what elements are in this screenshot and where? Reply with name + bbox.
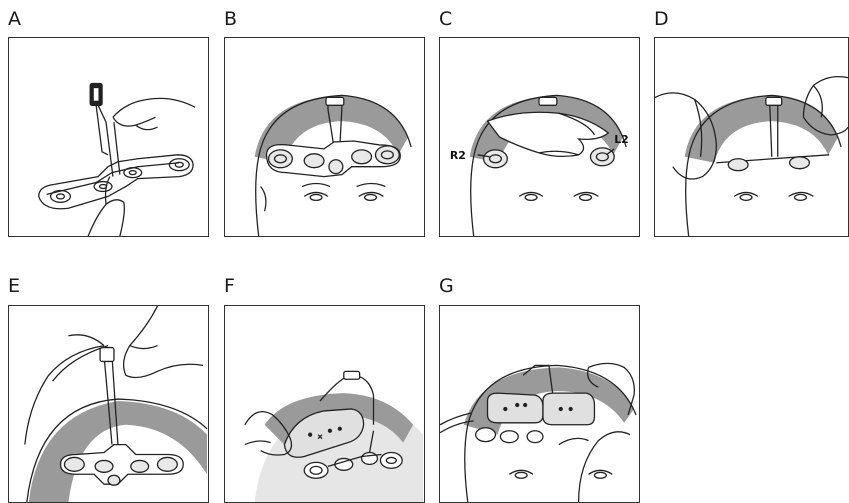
connecting-cable-illustration	[9, 306, 208, 502]
hands-adjusting-headband-illustration	[655, 38, 848, 236]
panel-g-connect-modules	[439, 305, 640, 503]
attaching-module-illustration	[225, 306, 424, 502]
hand-pressing-sensor-illustration: R2 L2	[440, 38, 639, 236]
panel-e-connect-cable	[8, 305, 209, 503]
panel-label-g: G	[439, 277, 454, 296]
panel-label-c: C	[439, 10, 452, 29]
callout-r2: R2	[450, 149, 466, 162]
panel-c-press-sensors: R2 L2	[439, 37, 640, 237]
panel-label-b: B	[224, 10, 237, 29]
panel-label-d: D	[654, 10, 669, 29]
sensor-strip-illustration	[9, 38, 208, 236]
panel-b-sensor-on-forehead	[224, 37, 425, 237]
panel-label-e: E	[8, 277, 20, 296]
panel-f-attach-module	[224, 305, 425, 503]
connecting-modules-illustration	[440, 306, 639, 502]
panel-label-a: A	[8, 10, 21, 29]
head-with-sensor-illustration	[225, 38, 424, 236]
callout-l2: L2	[614, 133, 629, 146]
panel-d-adjust-headband	[654, 37, 849, 237]
panel-a-sensor-prep	[8, 37, 209, 237]
panel-label-f: F	[224, 277, 235, 296]
